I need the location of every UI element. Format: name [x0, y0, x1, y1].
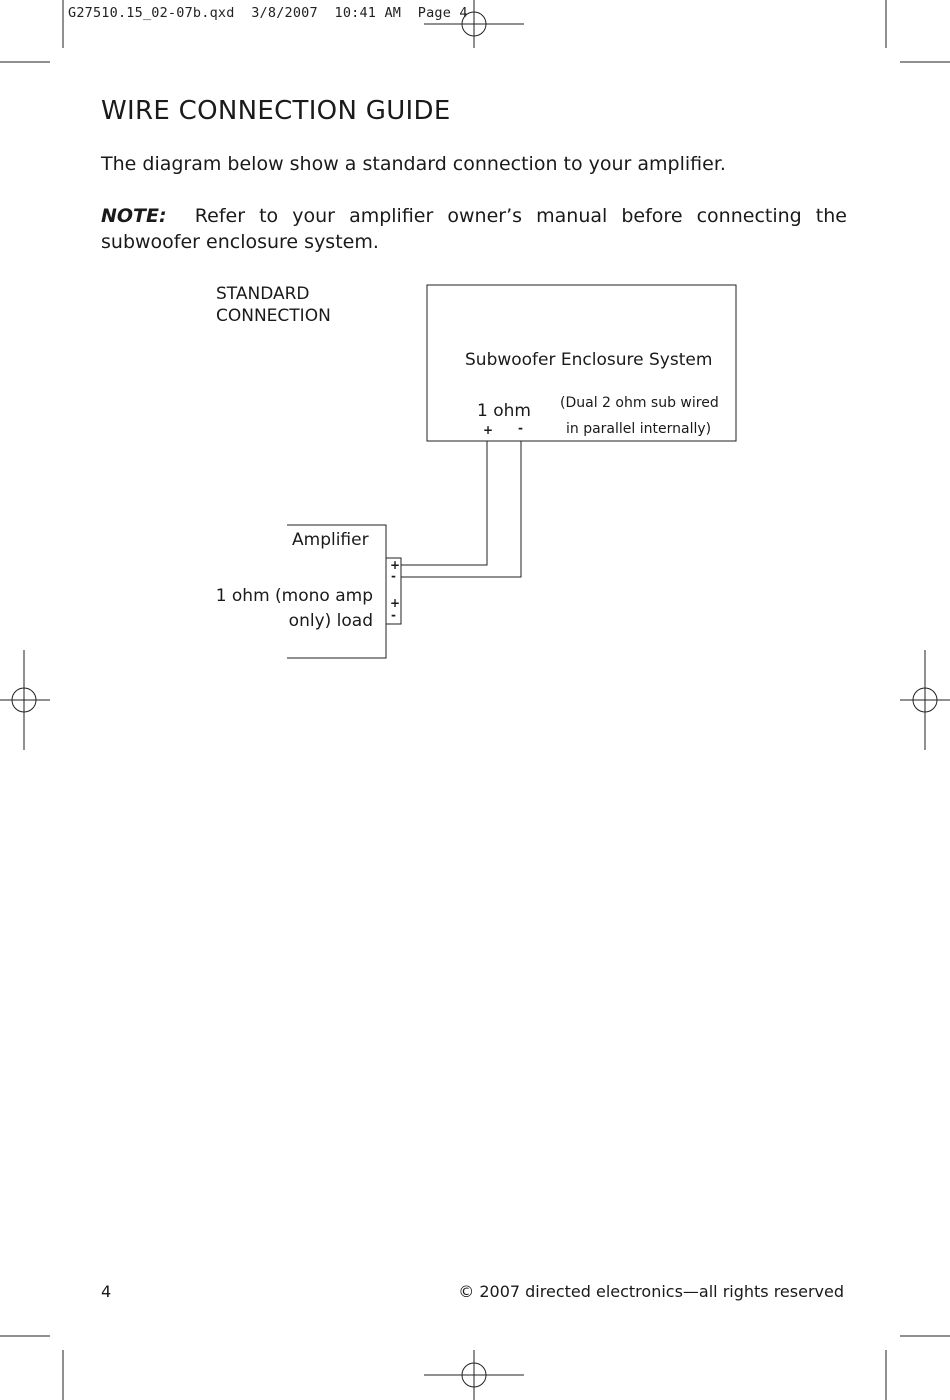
amplifier-terminal-block — [385, 557, 402, 625]
note-label: NOTE: — [101, 205, 167, 227]
diagram-label: STANDARD CONNECTION — [216, 283, 331, 327]
diagram-label-line1: STANDARD — [216, 284, 310, 304]
amplifier-load-line2: only) load — [288, 611, 373, 631]
intro-text: The diagram below show a standard connec… — [101, 153, 726, 175]
amplifier-title: Amplifier — [292, 530, 369, 550]
page-title: WIRE CONNECTION GUIDE — [101, 96, 451, 126]
diagram-label-line2: CONNECTION — [216, 306, 331, 326]
page-number: 4 — [101, 1282, 112, 1301]
positive-wire — [401, 441, 488, 566]
amp-terminal-minus-1: - — [391, 569, 396, 583]
negative-wire — [401, 441, 522, 578]
subwoofer-plus-terminal: + — [483, 423, 494, 437]
subwoofer-minus-terminal: - — [518, 421, 523, 435]
amp-terminal-plus-1: + — [390, 558, 401, 572]
amp-terminal-plus-2: + — [390, 596, 401, 610]
print-slug: G27510.15_02-07b.qxd 3/8/2007 10:41 AM P… — [68, 5, 468, 21]
amplifier-load: 1 ohm (mono amp only) load — [216, 585, 373, 632]
subwoofer-impedance: 1 ohm — [477, 401, 531, 421]
note-paragraph: NOTE: Refer to your amplifier owner’s ma… — [101, 203, 847, 255]
note-text: Refer to your amplifier owner’s manual b… — [101, 205, 847, 253]
subwoofer-box — [426, 284, 737, 442]
amplifier-load-line1: 1 ohm (mono amp — [215, 586, 373, 606]
subwoofer-title: Subwoofer Enclosure System — [465, 350, 713, 370]
copyright-text: © 2007 directed electronics—all rights r… — [458, 1282, 844, 1301]
subwoofer-note-line2: in parallel internally) — [566, 421, 712, 437]
subwoofer-note-line1: (Dual 2 ohm sub wired — [560, 395, 719, 411]
amp-terminal-minus-2: - — [391, 608, 396, 622]
